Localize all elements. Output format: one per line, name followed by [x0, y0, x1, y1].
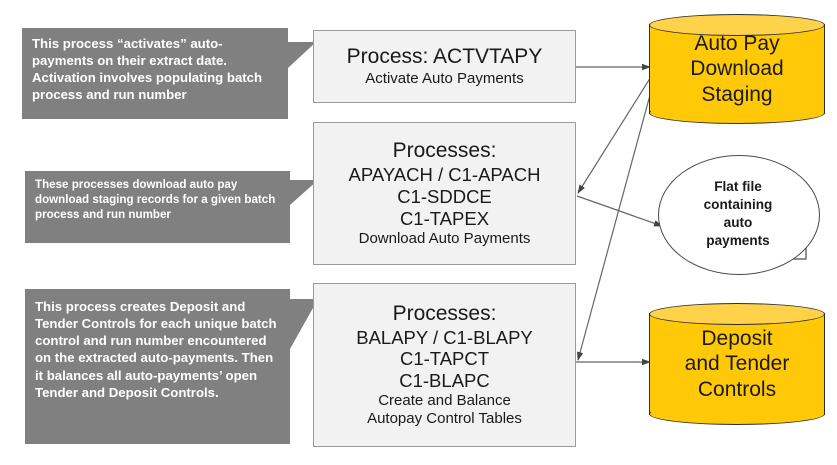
balance-process-box[interactable]: Processes: BALAPY / C1-BLAPY C1-TAPCT C1…	[313, 283, 576, 447]
staging-line-2: Staging	[701, 82, 773, 106]
controls-line-0: Deposit	[701, 326, 773, 350]
cylinder-bottom-mask	[650, 101, 824, 113]
balance-process-code-2: C1-BLAPC	[399, 370, 490, 392]
connector-staging-to-balance	[577, 72, 657, 361]
activate-process-caption-0: Activate Auto Payments	[365, 69, 524, 87]
download-process-box[interactable]: Processes: APAYACH / C1-APACH C1-SDDCE C…	[313, 122, 576, 265]
download-process-heading: Processes:	[392, 139, 497, 163]
auto-pay-download-staging-label: Auto Pay Download Staging	[649, 14, 825, 124]
flat-file-line-0: Flat file	[714, 178, 762, 194]
balance-process-code-1: C1-TAPCT	[399, 348, 490, 370]
controls-line-2: Controls	[697, 377, 777, 401]
connector-staging-to-download	[577, 71, 655, 194]
balance-process-code-0: BALAPY / C1-BLAPY	[356, 326, 533, 348]
download-process-code-1: C1-SDDCE	[397, 185, 492, 207]
balance-callout: This process creates Deposit and Tender …	[25, 289, 290, 444]
cylinder-body	[649, 313, 825, 415]
deposit-and-tender-controls-cylinder[interactable]: Deposit and Tender Controls	[649, 303, 825, 425]
staging-line-1: Download	[690, 57, 784, 81]
staging-line-0: Auto Pay	[694, 31, 780, 55]
download-callout: These processes download auto pay downlo…	[25, 171, 290, 243]
cylinder-bottom-mask	[650, 402, 824, 414]
flat-file-label: Flat file containing auto payments	[658, 155, 818, 273]
flat-file-line-3: payments	[706, 233, 770, 249]
download-process-code-0: APAYACH / C1-APACH	[348, 164, 541, 186]
flat-file-shape[interactable]: Flat file containing auto payments	[658, 155, 828, 280]
activate-callout-text: This process “activates” auto-payments o…	[32, 36, 263, 103]
balance-callout-text: This process creates Deposit and Tender …	[35, 299, 277, 400]
deposit-and-tender-controls-label: Deposit and Tender Controls	[649, 303, 825, 425]
download-callout-text: These processes download auto pay downlo…	[35, 178, 276, 222]
activate-callout-tail	[288, 42, 316, 68]
download-process-caption-0: Download Auto Payments	[358, 229, 531, 247]
controls-line-1: and Tender	[684, 352, 790, 376]
auto-pay-download-staging-cylinder[interactable]: Auto Pay Download Staging	[649, 14, 825, 124]
balance-process-caption-1: Autopay Control Tables	[367, 410, 522, 428]
flat-file-line-1: containing	[703, 196, 773, 212]
cylinder-top-ellipse	[649, 14, 825, 36]
download-process-code-2: C1-TAPEX	[399, 207, 490, 229]
connector-download-to-flatfile	[576, 195, 663, 227]
flat-file-line-2: auto	[723, 215, 753, 230]
balance-process-caption-0: Create and Balance	[378, 392, 511, 410]
activate-process-box[interactable]: Process: ACTVTAPY Activate Auto Payments	[313, 30, 576, 103]
balance-process-heading: Processes:	[392, 301, 497, 325]
flat-file-oval	[658, 155, 820, 275]
cylinder-top-ellipse	[649, 303, 825, 325]
cylinder-body	[649, 24, 825, 114]
activate-callout: This process “activates” auto-payments o…	[22, 28, 288, 119]
activate-process-heading: Process: ACTVTAPY	[346, 45, 543, 69]
